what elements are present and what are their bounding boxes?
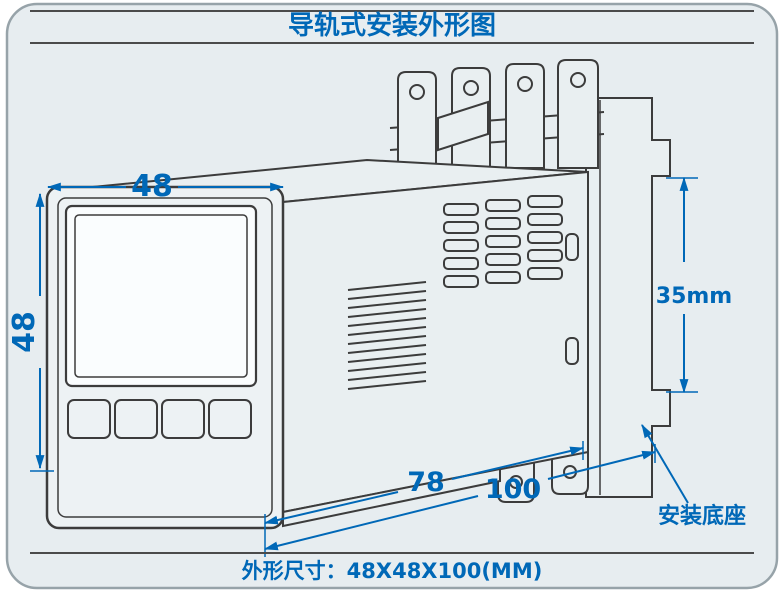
diagram-title: 导轨式安装外形图 <box>288 11 496 41</box>
panel-button <box>208 399 252 439</box>
dim-rail-height: 35mm <box>656 176 732 394</box>
mounting-base-label: 安装底座 <box>658 503 746 529</box>
clip-release-lever <box>437 100 489 152</box>
dim-width-value: 48 <box>131 169 173 204</box>
vent-grille <box>347 281 427 390</box>
front-panel <box>45 185 285 530</box>
clip-hole-icon <box>570 72 586 88</box>
dim-100-value: 100 <box>485 474 541 505</box>
dim-height-value: 48 <box>7 311 42 353</box>
clip-hole-icon <box>409 84 425 100</box>
clip-hole-icon <box>463 80 479 96</box>
panel-button <box>67 399 111 439</box>
dim-total-depth: 100 <box>263 444 657 551</box>
rear-screw-slots <box>565 233 579 365</box>
size-caption: 外形尺寸：48X48X100(MM) <box>242 559 543 583</box>
dim-rail-value: 35mm <box>656 284 732 309</box>
dim-front-width: 48 <box>46 169 285 204</box>
clip-hole-icon <box>517 76 533 92</box>
clip-hole-icon <box>509 475 523 489</box>
mounting-plate <box>585 97 671 498</box>
dim-body-depth: 78 <box>263 441 585 557</box>
panel-button <box>114 399 158 439</box>
display-window <box>64 204 258 388</box>
dim-front-height: 48 <box>7 192 54 472</box>
mounting-base-callout: 安装底座 <box>641 423 746 529</box>
instrument-drawing <box>45 59 671 530</box>
vent-slots <box>443 195 563 288</box>
panel-button <box>161 399 205 439</box>
din-clips-top <box>389 59 605 169</box>
dim-78-value: 78 <box>407 467 445 498</box>
